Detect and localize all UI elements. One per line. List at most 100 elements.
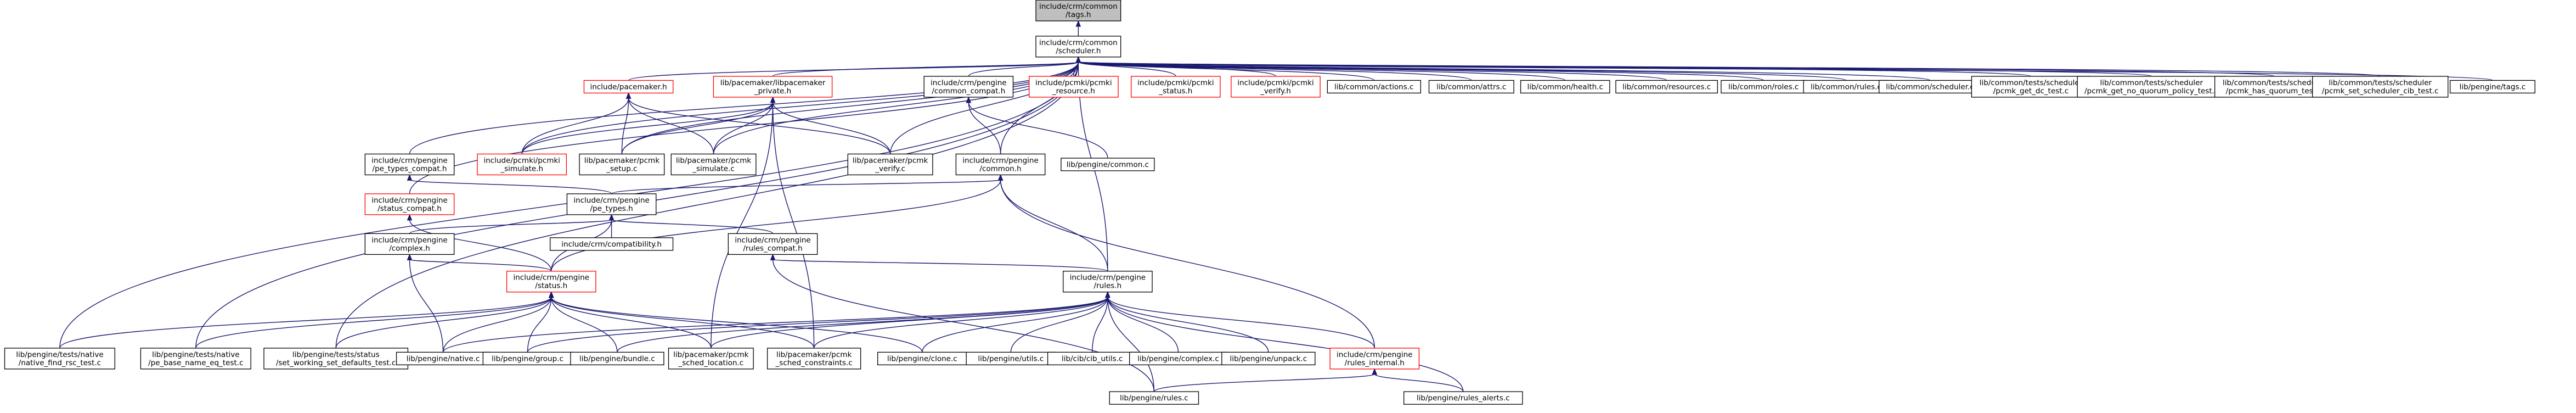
node-pcmk-verify-c[interactable]: lib/pacemaker/pcmk_verify.c [847,153,933,176]
edge-arrowhead [1075,20,1081,27]
node-tags-h[interactable]: include/crm/common/tags.h [1035,0,1121,21]
node-native-c[interactable]: lib/pengine/native.c [396,351,491,366]
node-status-compat-h[interactable]: include/crm/pengine/status_compat.h [364,193,455,215]
node-label-line: lib/pengine/tests/native [152,350,239,359]
edge-pcmk-setup-c-to-pacemaker-h [621,98,629,154]
edge-arrowhead [608,214,615,221]
edge-group-c-to-status-h [527,297,552,353]
node-pengine-common-c[interactable]: lib/pengine/common.c [1061,158,1155,171]
edge-arrowhead [770,96,776,103]
node-roles-c[interactable]: lib/common/roles.c [1721,80,1807,94]
edge-pengine-rules-c-to-rules-internal-h [1153,373,1375,392]
node-libpm-private-h[interactable]: lib/pacemaker/libpacemaker_private.h [713,76,833,98]
node-box [1615,80,1718,94]
node-pcmki-resource-h[interactable]: include/pcmki/pcmki_resource.h [1029,76,1119,98]
node-get-dc-test[interactable]: lib/common/tests/scheduler/pcmk_get_dc_t… [1971,76,2091,98]
edge-rules-alerts-c-to-rules-internal-h [1374,373,1464,392]
node-pcmki-verify-h[interactable]: include/pcmki/pcmki_verify.h [1231,76,1321,98]
node-complex-c[interactable]: lib/pengine/complex.c [1129,351,1227,366]
node-label-line: /complex.h [389,244,430,253]
node-status-h[interactable]: include/crm/pengine/status.h [506,271,596,293]
node-label-line: lib/pengine/clone.c [887,354,957,363]
edge-pcmk-simulate-c-to-pacemaker-h [628,98,714,154]
node-pe-types-compat-h[interactable]: include/crm/pengine/pe_types_compat.h [364,153,455,176]
node-box [2077,76,2226,98]
node-pcmk-simulate-c[interactable]: lib/pacemaker/pcmk_simulate.c [670,153,757,176]
node-rules-alerts-c[interactable]: lib/pengine/rules_alerts.c [1403,391,1523,405]
node-label-line: lib/pengine/tags.c [2460,82,2526,91]
node-box [2312,76,2449,98]
node-actions-c[interactable]: lib/common/actions.c [1327,80,1421,94]
node-pacemaker-h[interactable]: include/pacemaker.h [583,80,674,94]
edge-sched-constraints-c-to-rules-h [813,297,1108,348]
node-label-line: include/pcmki/pcmki [1137,79,1214,87]
edge-native-c-to-status-h [442,297,552,353]
node-box [955,153,1046,176]
node-rules-internal-h[interactable]: include/crm/pengine/rules_internal.h [1329,348,1420,370]
node-box [728,233,818,255]
edge-common-h-to-common-compat-h [968,102,1001,154]
node-box [1035,0,1121,21]
node-pengine-rules-c[interactable]: lib/pengine/rules.c [1109,391,1199,405]
node-label-line: include/crm/common [1039,38,1118,47]
node-pe-base-name-eq-test[interactable]: lib/pengine/tests/native/pe_base_name_eq… [140,348,251,370]
node-cib-utils-c[interactable]: lib/cib/cib_utils.c [1047,351,1137,366]
node-set-working-set-test[interactable]: lib/pengine/tests/status/set_working_set… [263,348,409,370]
node-label-line: lib/pengine/group.c [492,354,563,363]
node-label-line: /status.h [535,282,567,291]
node-label-line: include/crm/pengine [513,274,589,282]
node-set-cib-test[interactable]: lib/common/tests/scheduler/pcmk_set_sche… [2312,76,2449,98]
node-box [364,233,455,255]
node-rules-compat-h[interactable]: include/crm/pengine/rules_compat.h [728,233,818,255]
node-pcmki-simulate-h[interactable]: include/pcmki/pcmki_simulate.h [477,153,567,176]
node-sched-location-c[interactable]: lib/pacemaker/pcmk_sched_location.c [668,348,754,370]
node-unpack-c[interactable]: lib/pengine/unpack.c [1221,351,1316,366]
node-box [923,76,1014,98]
edge-status-h-to-complex-h [409,259,552,272]
node-label-line: /rules.h [1094,282,1122,291]
node-layer: include/crm/common/tags.h include/crm/com… [4,0,2535,405]
node-box [2449,80,2535,94]
node-box [4,348,115,370]
edge-group-c-to-rules-h [527,297,1108,353]
node-label-line: /native_find_rsc_test.c [19,359,101,367]
node-no-quorum-test[interactable]: lib/common/tests/scheduler/pcmk_get_no_q… [2077,76,2226,98]
node-clone-c[interactable]: lib/pengine/clone.c [877,351,967,366]
node-box [1520,80,1610,94]
node-bundle-c[interactable]: lib/pengine/bundle.c [570,351,664,366]
node-box [549,237,674,251]
edge-sched-constraints-c-to-libpm-private-h [772,102,815,348]
node-pcmk-setup-c[interactable]: lib/pacemaker/pcmk_setup.c [579,153,665,176]
node-scheduler-c[interactable]: lib/common/scheduler.c [1879,80,1981,94]
edge-complex-c-to-rules-h [1107,297,1179,353]
node-common-compat-h[interactable]: include/crm/pengine/common_compat.h [923,76,1014,98]
node-box [570,351,664,366]
node-health-c[interactable]: lib/common/health.c [1520,80,1610,94]
node-native-find-rsc-test[interactable]: lib/pengine/tests/native/native_find_rsc… [4,348,115,370]
node-attrs-c[interactable]: lib/common/attrs.c [1428,80,1514,94]
edge-pcmki-simulate-h-to-pacemaker-h [521,98,629,154]
node-label-line: include/crm/pengine [371,156,448,165]
node-resources-c[interactable]: lib/common/resources.c [1615,80,1718,94]
node-scheduler-h[interactable]: include/crm/common/scheduler.h [1035,36,1121,58]
node-pengine-utils-c[interactable]: lib/pengine/utils.c [966,351,1056,366]
node-compatibility-h[interactable]: include/crm/compatibility.h [549,237,674,251]
node-group-c[interactable]: lib/pengine/group.c [482,351,573,366]
node-label-line: lib/common/scheduler.c [1886,82,1974,91]
edge-pcmk-setup-c-to-scheduler-h [621,62,1079,154]
node-common-h[interactable]: include/crm/pengine/common.h [955,153,1046,176]
edge-native-find-rsc-test-to-status-h [59,297,552,349]
node-box [1428,80,1514,94]
edge-status-h-to-common-h [551,180,1001,271]
node-sched-constraints-c[interactable]: lib/pacemaker/pcmk_sched_constraints.c [766,348,861,370]
node-rules-c-common[interactable]: lib/common/rules.c [1803,80,1889,94]
edge-arrowhead [407,214,413,221]
node-tags-c[interactable]: lib/pengine/tags.c [2449,80,2535,94]
node-complex-h[interactable]: include/crm/pengine/complex.h [364,233,455,255]
node-rules-h[interactable]: include/crm/pengine/rules.h [1063,271,1153,293]
node-pcmki-status-h[interactable]: include/pcmki/pcmki_status.h [1130,76,1221,98]
edge-arrowhead [1105,291,1111,298]
edge-layer [59,20,2493,392]
node-pe-types-h[interactable]: include/crm/pengine/pe_types.h [566,193,657,215]
edge-rules-h-to-common-h [1000,180,1108,271]
